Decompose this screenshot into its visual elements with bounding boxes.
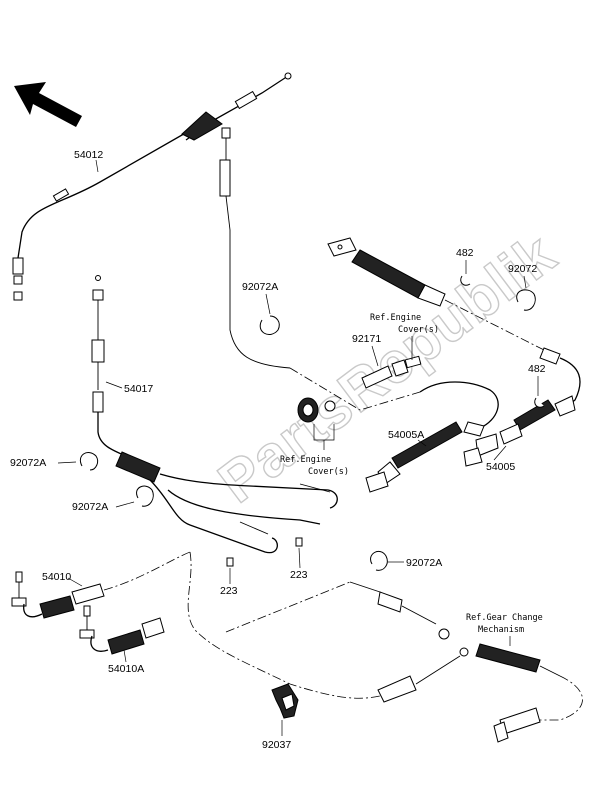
circlip-482-top[interactable] bbox=[460, 275, 471, 286]
label-92072: 92072 bbox=[508, 263, 537, 275]
seal-part[interactable] bbox=[297, 397, 336, 423]
label-54012: 54012 bbox=[74, 149, 103, 161]
ref-engine-cover-2-line1: Ref.Engine bbox=[280, 455, 331, 465]
clamp-92037[interactable] bbox=[271, 683, 299, 719]
clamp-92072A-bottom[interactable] bbox=[370, 551, 388, 571]
label-92072A-left: 92072A bbox=[10, 457, 46, 469]
label-92037: 92037 bbox=[262, 739, 291, 751]
label-54017: 54017 bbox=[124, 383, 153, 395]
label-92072A-top: 92072A bbox=[242, 281, 278, 293]
label-92072A-mid: 92072A bbox=[72, 501, 108, 513]
label-54010A: 54010A bbox=[108, 663, 144, 675]
clamp-92072A-left[interactable] bbox=[80, 452, 99, 471]
cable-54010[interactable] bbox=[11, 551, 191, 619]
clamp-92072A-top[interactable] bbox=[259, 315, 280, 335]
circlip-482-right[interactable] bbox=[534, 397, 545, 408]
front-arrow-icon bbox=[14, 82, 82, 127]
label-482-top: 482 bbox=[456, 247, 474, 259]
cable-54017[interactable] bbox=[91, 275, 338, 554]
label-54005A: 54005A bbox=[388, 429, 424, 441]
cable-54005[interactable] bbox=[327, 237, 581, 467]
cable-54012[interactable] bbox=[12, 72, 292, 301]
cable-54010A[interactable] bbox=[79, 605, 165, 655]
label-223-right: 223 bbox=[290, 569, 308, 581]
cable-gear-change[interactable] bbox=[187, 551, 583, 743]
label-223-left: 223 bbox=[220, 585, 238, 597]
label-54010: 54010 bbox=[42, 571, 71, 583]
ref-engine-cover-2-line2: Cover(s) bbox=[308, 467, 349, 477]
clamp-92072[interactable] bbox=[516, 289, 536, 311]
bolt-223-right[interactable] bbox=[295, 537, 303, 547]
clamp-92072A-mid[interactable] bbox=[136, 485, 154, 507]
label-92171: 92171 bbox=[352, 333, 381, 345]
ref-gear-change-line1: Ref.Gear Change bbox=[466, 613, 543, 623]
ref-engine-cover-1-line1: Ref.Engine bbox=[370, 313, 421, 323]
label-54005: 54005 bbox=[486, 461, 515, 473]
ref-engine-cover-1-line2: Cover(s) bbox=[398, 325, 439, 335]
cable-center-vertical[interactable] bbox=[219, 127, 421, 411]
bolt-223-left[interactable] bbox=[226, 557, 234, 567]
ref-gear-change-line2: Mechanism bbox=[478, 625, 524, 635]
label-482-right: 482 bbox=[528, 363, 546, 375]
label-92072A-bottom: 92072A bbox=[406, 557, 442, 569]
cable-54005A[interactable] bbox=[365, 381, 499, 493]
